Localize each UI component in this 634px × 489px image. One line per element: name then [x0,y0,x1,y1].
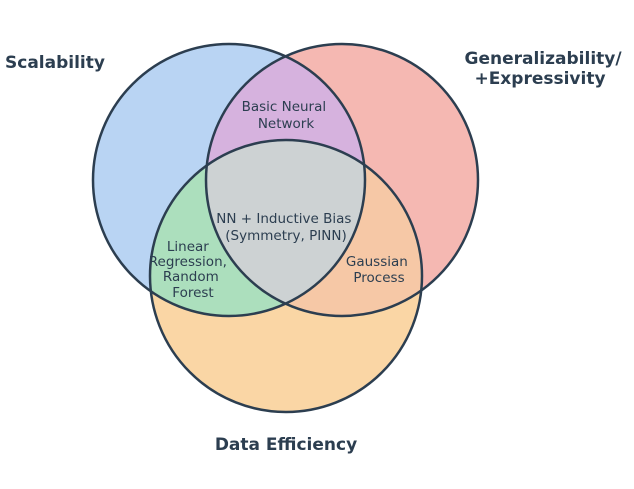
region-label-basic-neural-network: Basic Neural Network [242,99,331,132]
set-label-data-efficiency: Data Efficiency [215,435,357,455]
set-label-generalizability: Generalizability/ +Expressivity [465,49,628,89]
region-label-linear-regression-random-forest: Linear Regression, Random Forest [149,239,231,301]
outline-generalizability [204,42,480,318]
circle-outlines [91,42,480,414]
region-label-nn-inductive-bias: NN + Inductive Bias (Symmetry, PINN) [216,211,355,244]
outline-data-efficiency [148,138,424,414]
outline-scalability [91,42,367,318]
set-label-scalability: Scalability [5,53,105,73]
region-all-three [206,140,365,316]
region-label-gaussian-process: Gaussian Process [346,254,412,286]
